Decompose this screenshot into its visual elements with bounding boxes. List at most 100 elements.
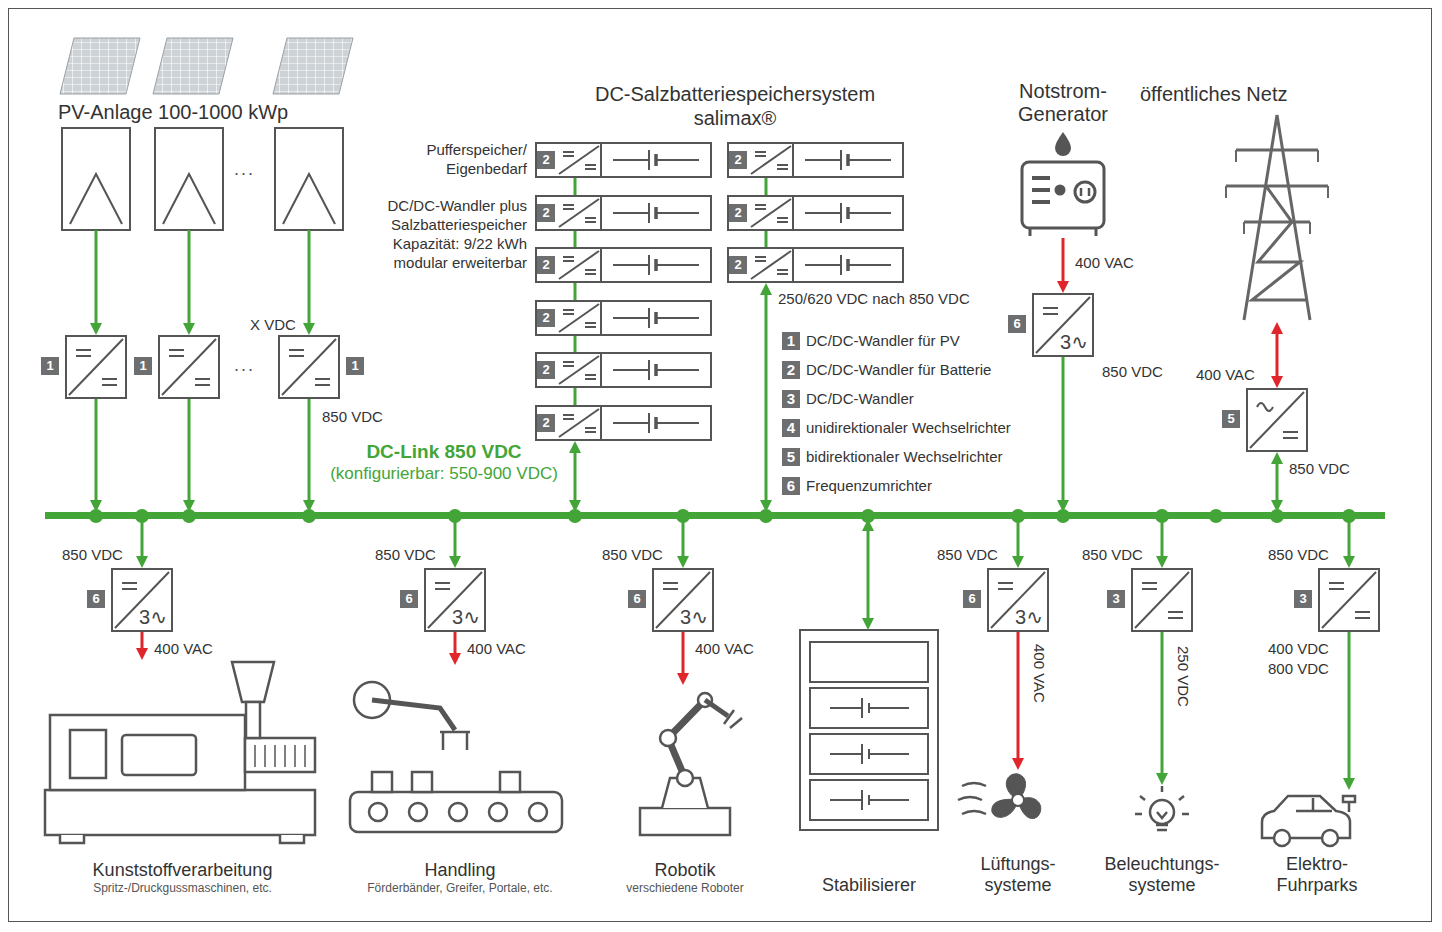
- callout-number: 6: [782, 477, 800, 495]
- robot-illustration: [640, 693, 742, 835]
- phase-symbol: 3∿: [452, 606, 480, 628]
- dc-connector: [188, 230, 191, 327]
- callout-number: 2: [537, 309, 555, 327]
- callout-number: 2: [782, 361, 800, 379]
- symbol-stroke: [755, 205, 766, 209]
- generator-icon-part: [1075, 182, 1095, 202]
- ac-connector: [1062, 238, 1065, 285]
- battery-module-symbol: [729, 197, 902, 229]
- battery-module: 2: [535, 300, 712, 336]
- load-subcaption: Spritz-/Druckgussmaschinen, etc.: [93, 881, 272, 896]
- car-icon: [1262, 796, 1355, 846]
- handling-illustration-part: [372, 700, 455, 730]
- converter-box: 63∿: [111, 568, 173, 632]
- legend-text: DC/DC-Wandler: [806, 390, 914, 408]
- dc-connector: [95, 399, 98, 504]
- generator-icon-part: [1032, 178, 1050, 202]
- dc-connector: [574, 336, 577, 352]
- symbol-stroke: [777, 218, 788, 222]
- robot-illustration-part: [705, 700, 728, 716]
- bus-dot: [676, 509, 690, 523]
- dc-connector: [1062, 357, 1065, 504]
- dc-connector: [95, 230, 98, 327]
- injection-molding-machine-part: [255, 745, 305, 767]
- symbol-stroke: [755, 152, 766, 156]
- converter-box: 63∿: [987, 568, 1049, 632]
- symbol-stroke: [1283, 432, 1298, 438]
- callout-number: 5: [1222, 410, 1240, 428]
- pv-modules-part: [70, 174, 122, 224]
- symbol-stroke: [654, 417, 658, 429]
- symbol-stroke: [585, 375, 596, 379]
- injection-molding-machine-part: [232, 662, 274, 702]
- converter-box: 1: [65, 335, 127, 399]
- dc-connector: [574, 178, 577, 195]
- callout-number: 1: [41, 357, 59, 375]
- callout-number: 5: [782, 448, 800, 466]
- load-unit: KunststoffverarbeitungSpritz-/Druckgussm…: [40, 660, 325, 900]
- symbol-stroke: [435, 583, 450, 589]
- callout-number: 2: [729, 151, 747, 169]
- car-icon-part: [1262, 796, 1350, 838]
- symbol-stroke: [585, 165, 596, 169]
- callout-number: 2: [537, 361, 555, 379]
- symbol-stroke: [69, 339, 123, 395]
- ellipsis: ...: [234, 356, 255, 374]
- symbol-stroke: [751, 146, 791, 174]
- symbol-stroke: [195, 379, 210, 385]
- callout-number: 2: [537, 256, 555, 274]
- stabilizer-cabinet-part: [800, 630, 938, 830]
- callout-number: 2: [729, 204, 747, 222]
- load-unit: Stabilisierer: [795, 630, 943, 900]
- converter-box: 3: [1131, 568, 1193, 632]
- battery-module-symbol: [537, 302, 710, 334]
- pv-modules-part: [155, 128, 223, 230]
- symbol-stroke: [585, 218, 596, 222]
- solar-arrays: [60, 38, 353, 94]
- bulb-icon-part: [1157, 812, 1167, 818]
- symbol-stroke: [998, 583, 1013, 589]
- dc-connector: [454, 519, 457, 560]
- handling-illustration: [350, 682, 562, 832]
- callout-number: 3: [1107, 590, 1125, 608]
- symbol-stroke: [654, 259, 658, 271]
- symbol-stroke: [648, 150, 650, 170]
- generator-icon-part: [1055, 132, 1071, 156]
- battery-module: 2: [535, 195, 712, 231]
- power-pylon-part: [1226, 150, 1328, 234]
- converter-symbol: [1248, 390, 1306, 450]
- bus-caption: (konfigurierbar: 550-900 VDC): [294, 463, 594, 484]
- symbol-stroke: [654, 364, 658, 376]
- battery-module-symbol: [537, 354, 710, 386]
- symbol-stroke: [169, 350, 184, 356]
- load-caption: Stabilisierer: [822, 875, 916, 896]
- symbol-stroke: [840, 150, 842, 170]
- voltage-label: 250 VDC: [1174, 646, 1192, 707]
- ac-connector: [682, 632, 685, 677]
- load-unit: Robotikverschiedene Roboter: [595, 685, 775, 900]
- battery-module-symbol: [537, 197, 710, 229]
- symbol-stroke: [559, 251, 599, 279]
- battery-module: 2: [535, 405, 712, 441]
- symbol-stroke: [777, 165, 788, 169]
- public-grid: öffentliches Netz: [1140, 82, 1360, 322]
- system-title-text: salimax®: [575, 106, 895, 130]
- voltage-label: 850 VDC: [375, 546, 436, 564]
- bulb-icon-part: [1150, 800, 1174, 824]
- voltage-label: 800 VDC: [1268, 660, 1329, 678]
- converter-box: 3: [1318, 568, 1380, 632]
- dc-connector: [1276, 460, 1279, 504]
- injection-molding-machine: [45, 662, 315, 843]
- injection-molding-machine-part: [122, 735, 196, 775]
- fan-icon-part: [1012, 794, 1024, 806]
- injection-molding-machine-part: [50, 715, 245, 790]
- car-icon-part: [1274, 830, 1290, 846]
- symbol-stroke: [563, 152, 574, 156]
- symbol-stroke: [563, 415, 574, 419]
- injection-molding-machine-part: [60, 835, 304, 843]
- voltage-label: 400 VDC: [1268, 640, 1329, 658]
- symbol-stroke: [563, 362, 574, 366]
- load-caption: Robotik: [654, 860, 715, 881]
- callout-number: 2: [729, 256, 747, 274]
